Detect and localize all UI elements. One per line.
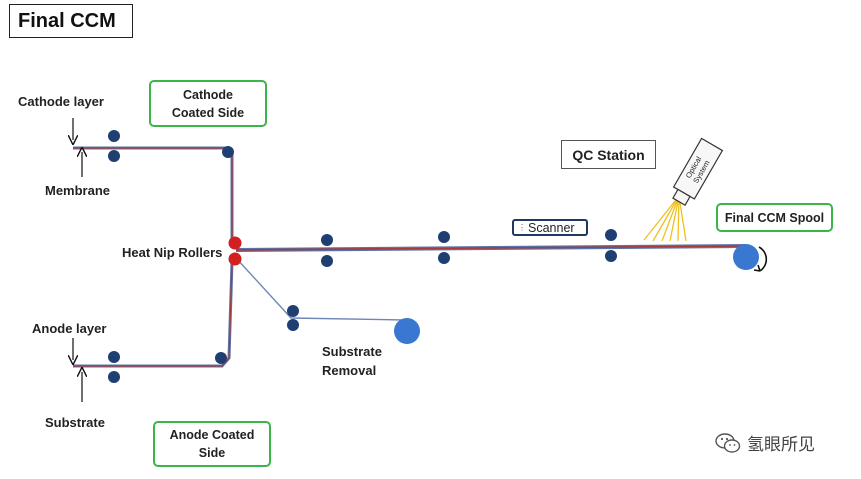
line-roller-3-top <box>605 229 617 241</box>
line-roller-1-bottom <box>321 255 333 267</box>
substrate-label: Substrate <box>45 415 105 430</box>
scanner-box: ⋮ Scanner <box>512 219 588 236</box>
final-ccm-spool-box: Final CCM Spool <box>716 203 833 232</box>
cathode-roller-top <box>108 130 120 142</box>
line-roller-2-bottom <box>438 252 450 264</box>
cathode-coated-side-box: Cathode Coated Side <box>149 80 267 127</box>
substrate-removal-line <box>235 257 406 321</box>
anode-layer-label: Anode layer <box>32 321 107 336</box>
watermark-text: 氢眼所见 <box>747 435 815 454</box>
optical-system-camera: Optical System <box>672 137 724 206</box>
anode-coated-side-box: Anode Coated Side <box>153 421 271 467</box>
spool-rotation-arrow-head <box>753 264 761 272</box>
cathode-layer-label: Cathode layer <box>18 94 104 109</box>
cathode-guide-roller <box>222 146 234 158</box>
substrate-roller-bottom <box>287 319 299 331</box>
heat-nip-roller-bottom <box>228 252 242 266</box>
ccm-web-line <box>235 244 747 252</box>
line-roller-2-top <box>438 231 450 243</box>
heat-nip-roller-top <box>228 236 242 250</box>
line-roller-1-top <box>321 234 333 246</box>
anode-roller-bottom <box>108 371 120 383</box>
page-title: Final CCM <box>9 4 133 38</box>
anode-roller-top <box>108 351 120 363</box>
spool-rotation-arrow <box>758 246 768 272</box>
substrate-roller-top <box>287 305 299 317</box>
final-ccm-spool <box>733 244 759 270</box>
optical-light-rays <box>643 195 687 242</box>
qc-station-box: QC Station <box>561 140 656 169</box>
cathode-roller-bottom <box>108 150 120 162</box>
scanner-label: Scanner <box>528 220 575 235</box>
scanner-icon: ⋮ <box>518 223 526 232</box>
watermark: 氢眼所见 <box>715 430 815 455</box>
wechat-icon <box>715 432 741 453</box>
anode-web-line <box>73 261 234 368</box>
substrate-removal-label: Substrate Removal <box>322 344 382 378</box>
anode-guide-roller <box>215 352 227 364</box>
substrate-spool <box>394 318 420 344</box>
membrane-label: Membrane <box>45 183 111 198</box>
line-roller-3-bottom <box>605 250 617 262</box>
heat-nip-rollers-label: Heat Nip Rollers <box>122 245 223 260</box>
